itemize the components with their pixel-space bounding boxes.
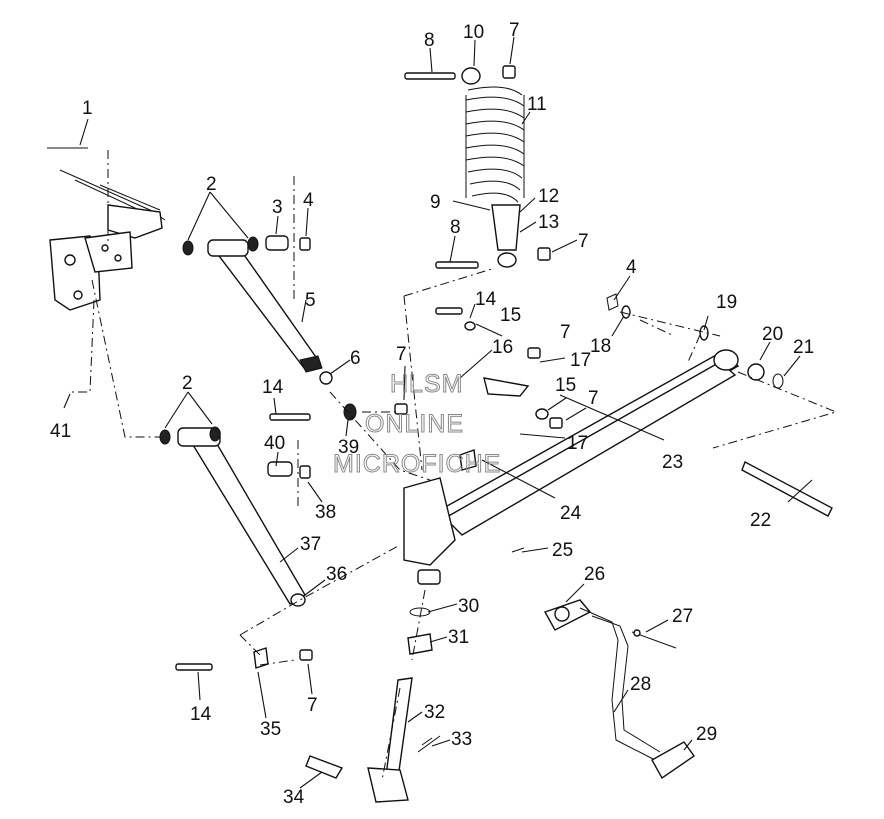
callout-10: 10 <box>463 22 484 43</box>
callout-labels: 1 2 3 4 5 6 7 7 7 7 7 7 8 8 9 10 11 12 1… <box>50 20 814 808</box>
callout-31: 31 <box>448 627 469 648</box>
upper-bushings <box>182 235 311 256</box>
callout-34: 34 <box>283 787 305 808</box>
upper-a-arm <box>207 239 323 373</box>
callout-7-a: 7 <box>509 20 520 41</box>
spindle-assembly <box>175 371 525 803</box>
callout-21: 21 <box>793 337 814 358</box>
lower-a-arm <box>159 426 311 607</box>
brake-pedal <box>543 599 695 780</box>
callout-3: 3 <box>272 197 283 218</box>
callout-35: 35 <box>260 719 281 740</box>
callout-37: 37 <box>300 534 321 555</box>
callout-2-lower: 2 <box>182 373 193 394</box>
callout-8-lower: 8 <box>450 217 461 238</box>
trailing-arm <box>403 349 740 585</box>
watermark: HLSM ONLINE MICROFICHE <box>333 370 501 479</box>
callout-7-b: 7 <box>578 231 589 252</box>
callout-1: 1 <box>82 98 93 119</box>
callout-20: 20 <box>762 324 783 345</box>
callout-22: 22 <box>750 510 771 531</box>
callout-4-right: 4 <box>626 257 637 278</box>
callout-16: 16 <box>492 337 513 358</box>
watermark-line-2: ONLINE <box>365 410 464 438</box>
callout-33: 33 <box>451 729 472 750</box>
callout-13: 13 <box>538 212 559 233</box>
callout-40: 40 <box>264 433 285 454</box>
callout-28: 28 <box>630 674 651 695</box>
callout-24: 24 <box>560 503 582 524</box>
callout-4-upper: 4 <box>303 190 314 211</box>
callout-15-b: 15 <box>555 375 576 396</box>
callout-29: 29 <box>696 724 717 745</box>
callout-6: 6 <box>350 348 361 369</box>
callout-12: 12 <box>538 186 559 207</box>
callout-30: 30 <box>458 596 479 617</box>
callout-8-upper: 8 <box>424 30 435 51</box>
callout-9: 9 <box>430 192 441 213</box>
callout-17-b: 17 <box>567 433 588 454</box>
callout-23: 23 <box>662 452 683 473</box>
alignment-lines <box>68 150 838 781</box>
callout-17-a: 17 <box>570 350 591 371</box>
callout-27: 27 <box>672 606 693 627</box>
callout-11: 11 <box>527 94 547 115</box>
callout-39: 39 <box>338 437 359 458</box>
callout-15-a: 15 <box>500 305 521 326</box>
callout-7-e: 7 <box>396 344 407 365</box>
callout-2-upper: 2 <box>206 174 217 195</box>
callout-25: 25 <box>552 540 573 561</box>
callout-19: 19 <box>716 292 737 313</box>
callout-7-d: 7 <box>588 388 599 409</box>
watermark-line-1: HLSM <box>390 370 463 398</box>
callout-7-f: 7 <box>307 695 318 716</box>
callout-38: 38 <box>315 502 336 523</box>
callout-32: 32 <box>424 702 445 723</box>
callout-26: 26 <box>584 564 605 585</box>
callout-5: 5 <box>305 290 316 311</box>
leader-lines <box>47 36 813 789</box>
callout-7-c: 7 <box>560 322 571 343</box>
callout-14-c: 14 <box>190 704 212 725</box>
callout-36: 36 <box>326 564 347 585</box>
frame-bracket <box>49 169 166 311</box>
shock-absorber <box>404 65 551 269</box>
callout-14-b: 14 <box>262 377 284 398</box>
watermark-line-3: MICROFICHE <box>333 450 501 478</box>
callout-14-a: 14 <box>475 289 497 310</box>
callout-18: 18 <box>590 336 611 357</box>
callout-41: 41 <box>50 421 71 442</box>
